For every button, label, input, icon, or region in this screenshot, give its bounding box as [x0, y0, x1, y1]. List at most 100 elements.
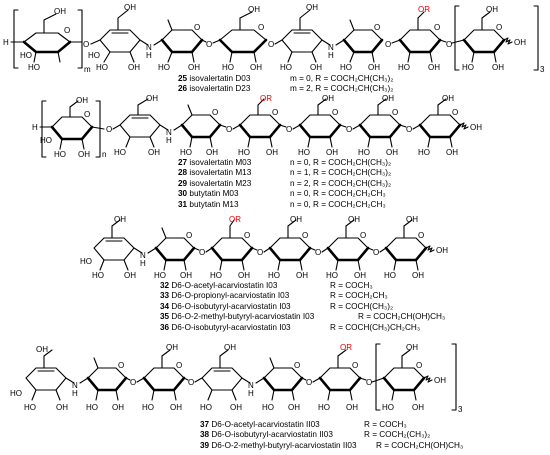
ring-or-oh: OH — [346, 403, 358, 412]
compound-name: D6-O-acetyl-acarviostatin II03 — [211, 420, 320, 429]
compound-number: 34 — [160, 301, 170, 311]
parameter: m = 0, — [290, 74, 313, 83]
formula: R = COCH₂CH₂CH₃ — [313, 189, 386, 199]
legend-entry-38: 38 D6-O-isobutyryl-acarviostatin II03 R … — [200, 430, 430, 440]
valienamine-1-oh-bottom: OH — [56, 403, 68, 412]
ring-c-o-link: O — [315, 248, 321, 257]
ring-or-o-link: O — [366, 378, 372, 387]
legend-entry-33: 33 D6-O-propionyl-acarviostatin I03 R = … — [160, 291, 388, 301]
ring-a-oh: OH — [170, 403, 182, 412]
formula: R = COCH₂CH₂CH₃ — [313, 199, 386, 209]
ring-a-o-link: O — [106, 125, 112, 134]
compound-number: 37 — [200, 420, 210, 429]
ring-or-o-link: O — [286, 125, 292, 134]
nh-link-2-h: H — [248, 389, 254, 398]
compound-name: D6-O-2-methyl-butyryl-acarviostatin II03 — [211, 440, 357, 450]
compound-name: D6-O-isobutyryl-acarviostatin II03 — [211, 430, 333, 440]
bracket-left — [41, 100, 47, 158]
quinovose-ho: HO — [154, 271, 166, 280]
ring-c-o-ring: O — [434, 23, 440, 32]
ring-e-oh-right: OH — [470, 123, 482, 132]
glucose-ring-or — [238, 98, 282, 148]
formula: R = COCH₂CH₃ — [330, 291, 388, 301]
param-and-formula: m = 2, R = COCH₂CH(CH₃)₂ — [290, 84, 393, 94]
ring-or-label: OR — [260, 94, 272, 103]
ring-a-ho-left: HO — [20, 51, 32, 60]
nh-link-label: N — [166, 128, 172, 137]
quinovose-1-o-link: O — [130, 378, 136, 387]
ring-d-o-ring: O — [360, 231, 366, 240]
legend-entry-28: 28 isovalertatin M13 n = 1, R = COCH₂CH(… — [178, 168, 391, 178]
valienamine-2-oh: OH — [310, 63, 322, 72]
param-and-formula: m = 0, R = COCH₂CH(CH₃)₂ — [290, 74, 393, 84]
compound-name: isovalertatin D23 — [189, 84, 251, 94]
nh-link-2-label: N — [328, 43, 334, 52]
compound-number: 27 — [178, 158, 188, 167]
legend-entry-29: 29 isovalertatin M23 n = 2, R = COCH₂CH(… — [178, 178, 391, 189]
structure-2: H OH O HO HO OH O n OH HO OH N H O HO OH… — [32, 94, 482, 159]
legend-group-3: 32 D6-O-acetyl-acarviostatin I03 R = COC… — [160, 281, 445, 333]
glucose-ring-d — [358, 98, 402, 148]
quinovose-1-o-ring: O — [118, 361, 124, 370]
ring-or-o-ring: O — [352, 361, 358, 370]
quinovose-1-o-ring: O — [194, 23, 200, 32]
ring-d-oh-bottom: OH — [492, 63, 504, 72]
nh-link-h: H — [166, 136, 172, 145]
subscript-3-group1: 3 — [540, 65, 545, 74]
compound-number: 29 — [178, 178, 188, 188]
glucose-ring-c — [298, 98, 342, 148]
valienamine-2-oh-top: OH — [224, 343, 236, 352]
ring-c-ho: HO — [398, 63, 410, 72]
compound-name: D6-O-acetyl-acarviostatin I03 — [171, 281, 278, 290]
glucose-ring-c — [398, 11, 442, 63]
ring-c-or-label: OR — [418, 5, 430, 14]
compound-name: D6-O-propionyl-acarviostatin I03 — [171, 291, 290, 301]
legend-group-1: 25 isovalertatin D03 m = 0, R = COCH₂CH(… — [178, 74, 393, 95]
parameter: n = 1, — [290, 168, 311, 178]
valienamine-ho-bottom: HO — [96, 63, 108, 72]
valienamine-oh-bottom: OH — [128, 63, 140, 72]
hydrogen-terminus-label: H — [3, 38, 9, 47]
legend-group-2: 27 isovalertatin M03 n = 0, R = COCH₂CH(… — [178, 158, 391, 210]
compound-name: butytatin M03 — [189, 189, 239, 199]
compound-name: isovalertatin M13 — [189, 168, 252, 178]
glucose-ring-e — [418, 98, 469, 148]
valienamine-ho-left: HO — [80, 257, 92, 266]
parameter: n = 0, — [290, 199, 311, 209]
quinovose-ring-1 — [86, 357, 128, 401]
compound-number: 28 — [178, 168, 188, 178]
ring-or-label: OR — [229, 215, 241, 224]
glucose-ring-d — [326, 219, 370, 271]
glucose-ring-or — [210, 219, 254, 271]
valienamine-oh-top: OH — [114, 215, 126, 224]
compound-number: 38 — [200, 430, 210, 440]
glucose-ring-e — [384, 219, 435, 271]
ring-or-ho: HO — [210, 271, 222, 280]
quinovose-2-o-ring: O — [294, 361, 300, 370]
ring-a-o-ring: O — [64, 26, 70, 35]
parameter: n = 0, — [290, 189, 311, 199]
ring-c-oh: OH — [428, 63, 440, 72]
ring-or-ho: HO — [238, 148, 250, 157]
ring-a-o-ring: O — [84, 110, 90, 119]
quinovose-1-oh: OH — [188, 63, 200, 72]
valienamine-ring-1 — [25, 349, 67, 401]
subscript-m: m — [84, 65, 91, 74]
nh-link-1-label: N — [72, 381, 78, 390]
legend-entry-25: 25 isovalertatin D03 m = 0, R = COCH₂CH(… — [178, 74, 393, 84]
bracket-3-right — [533, 5, 539, 71]
glucose-ring-end — [382, 349, 433, 401]
glucose-ring-b — [218, 11, 268, 63]
quinovose-oh: OH — [180, 271, 192, 280]
ring-or-o-link: O — [257, 248, 263, 257]
ring-a-o-ring: O — [176, 361, 182, 370]
quinovose-2-ho: HO — [340, 63, 352, 72]
ring-b-o-link: O — [268, 40, 274, 49]
formula: R = COCH₂CH(OH)CH₃ — [376, 440, 464, 450]
legend-entry-30: 30 butytatin M03 n = 0, R = COCH₂CH₂CH₃ — [178, 189, 386, 199]
compound-name: D6-O-isobutyryl-acarviostatin I03 — [171, 322, 291, 332]
compound-number: 36 — [160, 322, 170, 332]
nh-link-label: N — [146, 43, 152, 52]
quinovose-ring-2 — [342, 19, 384, 63]
ring-c-oh: OH — [326, 148, 338, 157]
